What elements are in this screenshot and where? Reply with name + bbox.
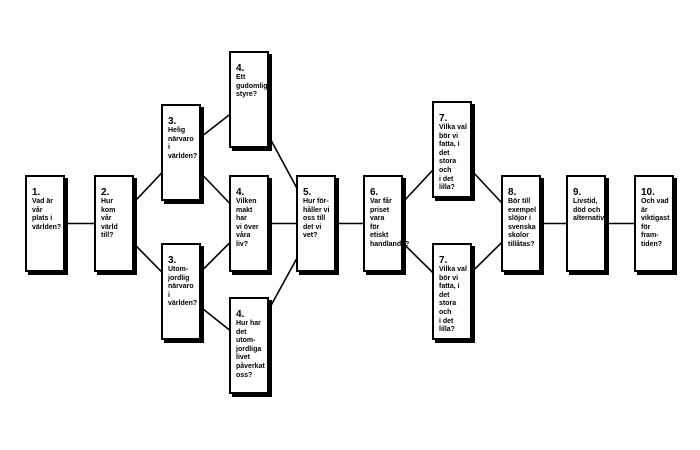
node-n4a: 4.Ett gudomligt styre?	[229, 51, 270, 148]
node-number: 2.	[101, 187, 110, 198]
node-question: Vilka val bör vi fatta, i det stora och …	[439, 124, 467, 192]
node-n7a: 7.Vilka val bör vi fatta, i det stora oc…	[432, 101, 472, 198]
node-number: 6.	[370, 187, 379, 198]
node-n9: 9.Livstid, död och alternativ.	[566, 175, 606, 272]
node-number: 3.	[168, 255, 177, 266]
node-number: 9.	[573, 187, 582, 198]
node-question: Och vad är viktigast för fram- tiden?	[641, 198, 670, 248]
node-n7b: 7.Vilka val bör vi fatta, i det stora oc…	[432, 243, 472, 340]
node-number: 4.	[236, 187, 245, 198]
node-n10: 10.Och vad är viktigast för fram- tiden?	[634, 175, 674, 272]
node-n8: 8.Bör till exempel slöjor i svenska skol…	[501, 175, 541, 272]
node-number: 7.	[439, 113, 448, 124]
node-question: Ett gudomligt styre?	[236, 74, 270, 99]
node-n3a: 3.Helig närvaro i världen?	[161, 104, 201, 201]
node-number: 1.	[32, 187, 41, 198]
node-number: 4.	[236, 309, 245, 320]
node-number: 8.	[508, 187, 517, 198]
node-question: Vilka val bör vi fatta, i det stora och …	[439, 266, 467, 334]
node-n2: 2.Hur kom vår värld till?	[94, 175, 134, 272]
node-question: Vilken makt har vi över våra liv?	[236, 198, 259, 248]
node-n4b: 4.Vilken makt har vi över våra liv?	[229, 175, 269, 272]
node-question: Livstid, död och alternativ.	[573, 198, 606, 223]
node-question: Hur har det utom- jordliga livet påverka…	[236, 320, 265, 379]
node-n1: 1.Vad är vår plats i världen?	[25, 175, 65, 272]
node-number: 7.	[439, 255, 448, 266]
node-question: Bör till exempel slöjor i svenska skolor…	[508, 198, 537, 248]
node-question: Hur för- håller vi oss till det vi vet?	[303, 198, 330, 240]
node-number: 10.	[641, 187, 655, 198]
node-question: Utom- jordlig närvaro i världen?	[168, 266, 198, 308]
node-number: 4.	[236, 63, 245, 74]
node-number: 3.	[168, 116, 177, 127]
node-n4c: 4.Hur har det utom- jordliga livet påver…	[229, 297, 269, 394]
node-n3b: 3.Utom- jordlig närvaro i världen?	[161, 243, 201, 340]
node-question: Vad är vår plats i världen?	[32, 198, 62, 231]
node-n6: 6.Var får priset vara för etiskt handlan…	[363, 175, 410, 272]
node-number: 5.	[303, 187, 312, 198]
node-question: Var får priset vara för etiskt handlande…	[370, 198, 410, 248]
node-n5: 5.Hur för- håller vi oss till det vi vet…	[296, 175, 336, 272]
node-question: Helig närvaro i världen?	[168, 127, 198, 160]
node-question: Hur kom vår värld till?	[101, 198, 118, 240]
